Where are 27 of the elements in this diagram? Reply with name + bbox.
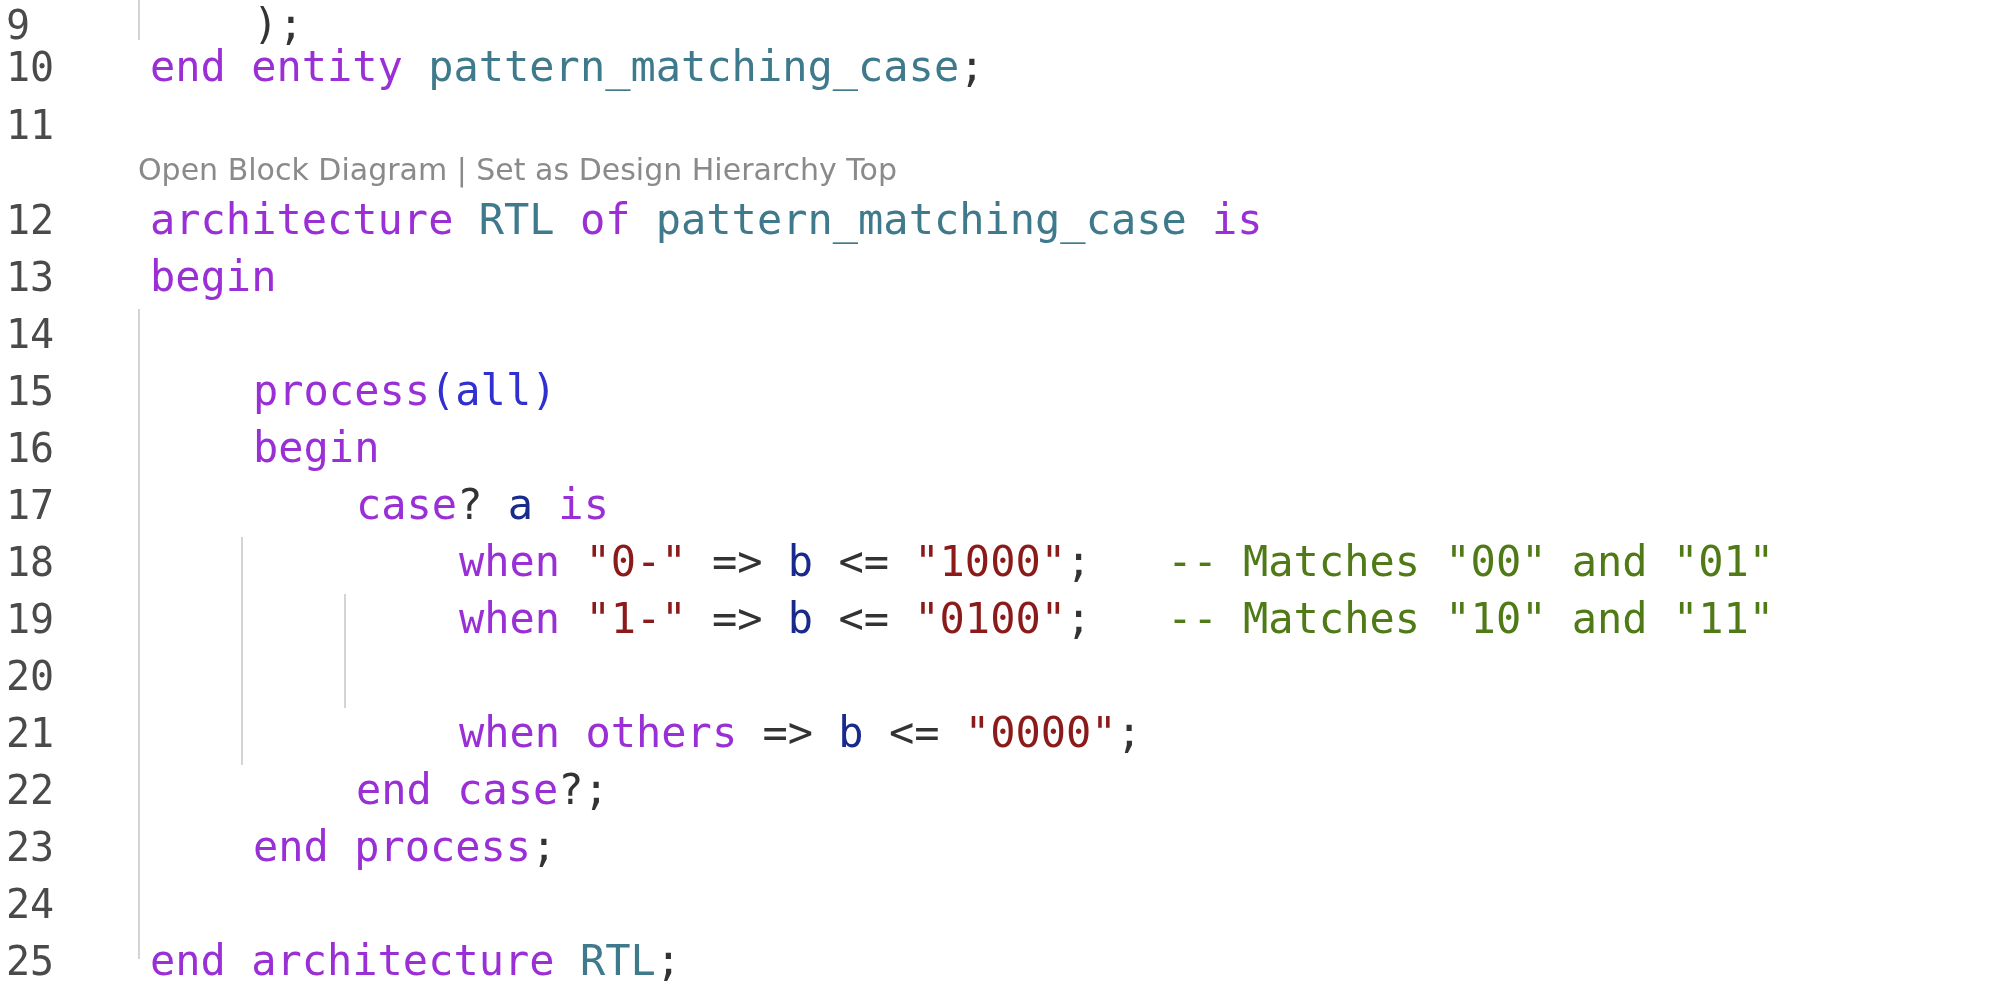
code-line: when "1-" => b <= "0100"; -- Matches "10" and "11" [459, 594, 1775, 644]
line-number: 23 [6, 823, 55, 872]
line-number: 11 [6, 101, 55, 150]
code-line: process(all) [253, 366, 557, 416]
line-number: 17 [6, 481, 55, 530]
line-number: 16 [6, 424, 55, 473]
line-number: 22 [6, 766, 55, 815]
line-number: 20 [6, 652, 55, 701]
line-number: 21 [6, 709, 55, 758]
line-number: 14 [6, 310, 55, 359]
code-line: begin [253, 423, 380, 473]
line-number: 25 [6, 937, 55, 986]
line-number: 24 [6, 880, 55, 929]
codelens-text: Open Block Diagram | Set as Design Hierarchy Top [138, 151, 897, 190]
line-number: 13 [6, 253, 55, 302]
line-number: 12 [6, 196, 55, 245]
line-number: 19 [6, 595, 55, 644]
code-line: when "0-" => b <= "1000"; -- Matches "00" and "01" [459, 537, 1775, 587]
line-number: 18 [6, 538, 55, 587]
code-line: end process; [253, 822, 557, 872]
code-line: when others => b <= "0000"; [459, 708, 1142, 758]
code-line: end architecture RTL; [150, 936, 682, 986]
code-line: architecture RTL of pattern_matching_case is [150, 195, 1263, 245]
code-line: case? a is [356, 480, 609, 530]
code-line: begin [150, 252, 277, 302]
code-line: end case?; [356, 765, 609, 815]
line-number: 15 [6, 367, 55, 416]
